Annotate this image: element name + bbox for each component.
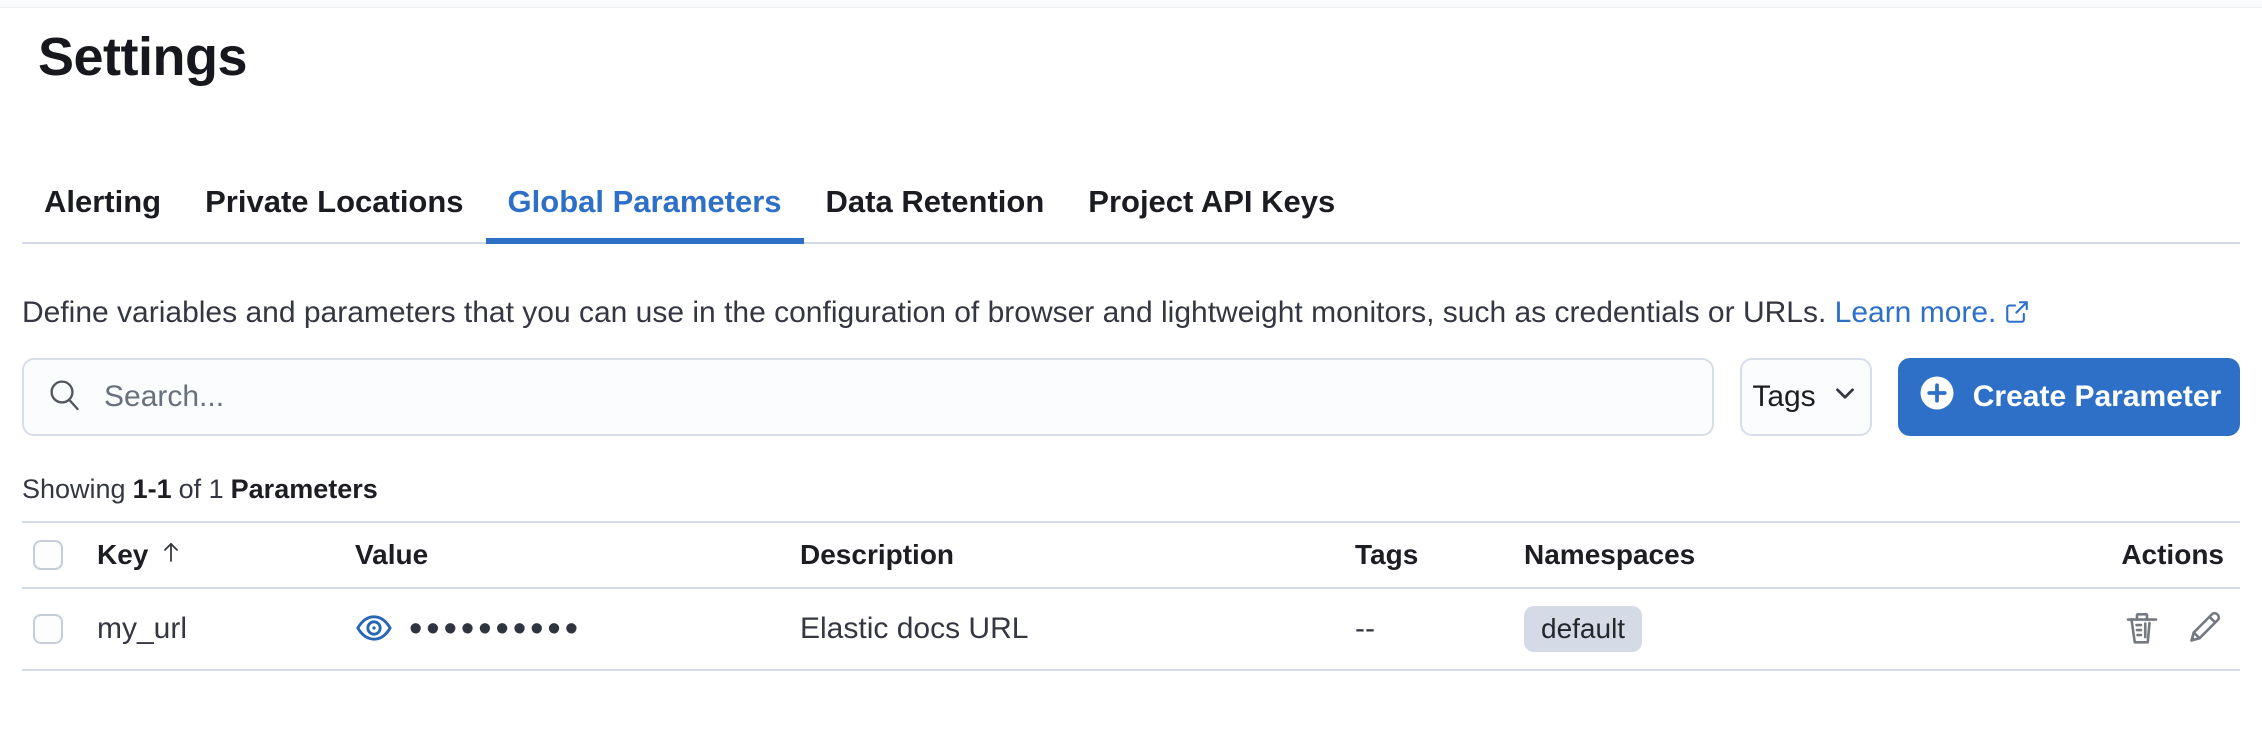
settings-page: Settings Alerting Private Locations Glob… bbox=[0, 28, 2262, 671]
reveal-value-button[interactable] bbox=[355, 609, 393, 650]
search-icon bbox=[48, 378, 82, 417]
summary-entity: Parameters bbox=[230, 474, 378, 504]
column-actions-label: Actions bbox=[2121, 539, 2224, 570]
column-value-label: Value bbox=[355, 539, 429, 570]
table-row: my_url •••••••••• Elastic docs URL -- de… bbox=[22, 589, 2240, 671]
learn-more-label: Learn more. bbox=[1834, 296, 1997, 329]
parameter-key: my_url bbox=[97, 612, 188, 645]
plus-in-circle-icon bbox=[1917, 373, 1957, 421]
create-parameter-button[interactable]: Create Parameter bbox=[1898, 358, 2240, 436]
row-checkbox[interactable] bbox=[33, 614, 63, 644]
tags-filter-label: Tags bbox=[1752, 380, 1816, 413]
page-title: Settings bbox=[38, 27, 248, 87]
search-input[interactable] bbox=[104, 380, 1688, 414]
summary-middle: of 1 bbox=[178, 474, 224, 504]
top-edge-strip bbox=[0, 0, 2262, 8]
edit-parameter-button[interactable] bbox=[2184, 608, 2224, 651]
row-value-cell: •••••••••• bbox=[355, 609, 800, 650]
column-header-value[interactable]: Value bbox=[355, 539, 800, 571]
search-box[interactable] bbox=[22, 358, 1714, 436]
column-description-label: Description bbox=[800, 539, 955, 570]
column-header-actions: Actions bbox=[1944, 539, 2224, 571]
tab-data-retention[interactable]: Data Retention bbox=[825, 184, 1045, 219]
select-all-checkbox[interactable] bbox=[33, 540, 63, 570]
column-header-description[interactable]: Description bbox=[800, 539, 1355, 571]
row-tags-cell: -- bbox=[1355, 612, 1524, 646]
page-description: Define variables and parameters that you… bbox=[22, 288, 2202, 340]
row-actions-cell bbox=[1944, 608, 2224, 651]
description-text: Define variables and parameters that you… bbox=[22, 296, 1827, 329]
summary-range: 1-1 bbox=[132, 474, 172, 504]
pencil-icon bbox=[2184, 608, 2224, 651]
column-namespaces-label: Namespaces bbox=[1524, 539, 1696, 570]
tab-project-api-keys[interactable]: Project API Keys bbox=[1088, 184, 1336, 219]
learn-more-link[interactable]: Learn more. bbox=[1835, 296, 2031, 329]
sort-ascending-icon bbox=[158, 539, 184, 572]
masked-value: •••••••••• bbox=[409, 608, 583, 650]
chevron-down-icon bbox=[1830, 378, 1860, 416]
tab-private-locations[interactable]: Private Locations bbox=[205, 184, 464, 219]
summary-prefix: Showing bbox=[22, 474, 126, 504]
column-header-key[interactable]: Key bbox=[97, 539, 355, 572]
column-header-namespaces[interactable]: Namespaces bbox=[1524, 539, 1944, 571]
parameter-description: Elastic docs URL bbox=[800, 612, 1029, 645]
row-select-cell bbox=[33, 614, 97, 644]
parameter-tags: -- bbox=[1355, 612, 1375, 645]
create-parameter-label: Create Parameter bbox=[1972, 380, 2222, 413]
external-link-icon bbox=[2004, 291, 2030, 340]
eye-icon bbox=[355, 609, 393, 650]
parameters-toolbar: Tags Create Parameter bbox=[22, 358, 2240, 436]
select-all-cell bbox=[33, 540, 97, 570]
table-header-row: Key Value Description Tags Namespaces Ac… bbox=[22, 523, 2240, 589]
delete-parameter-button[interactable] bbox=[2122, 608, 2162, 651]
column-header-tags[interactable]: Tags bbox=[1355, 539, 1524, 571]
trash-icon bbox=[2122, 608, 2162, 651]
parameters-table: Key Value Description Tags Namespaces Ac… bbox=[22, 521, 2240, 671]
tags-filter-button[interactable]: Tags bbox=[1740, 358, 1872, 436]
tab-global-parameters[interactable]: Global Parameters bbox=[485, 184, 804, 244]
column-tags-label: Tags bbox=[1355, 539, 1419, 570]
row-description-cell: Elastic docs URL bbox=[800, 612, 1355, 646]
row-key-cell: my_url bbox=[97, 612, 355, 646]
row-namespaces-cell: default bbox=[1524, 606, 1944, 652]
namespace-badge: default bbox=[1524, 606, 1643, 652]
column-key-label: Key bbox=[97, 539, 149, 570]
settings-tabs: Alerting Private Locations Global Parame… bbox=[22, 184, 2240, 244]
tab-alerting[interactable]: Alerting bbox=[44, 184, 162, 219]
